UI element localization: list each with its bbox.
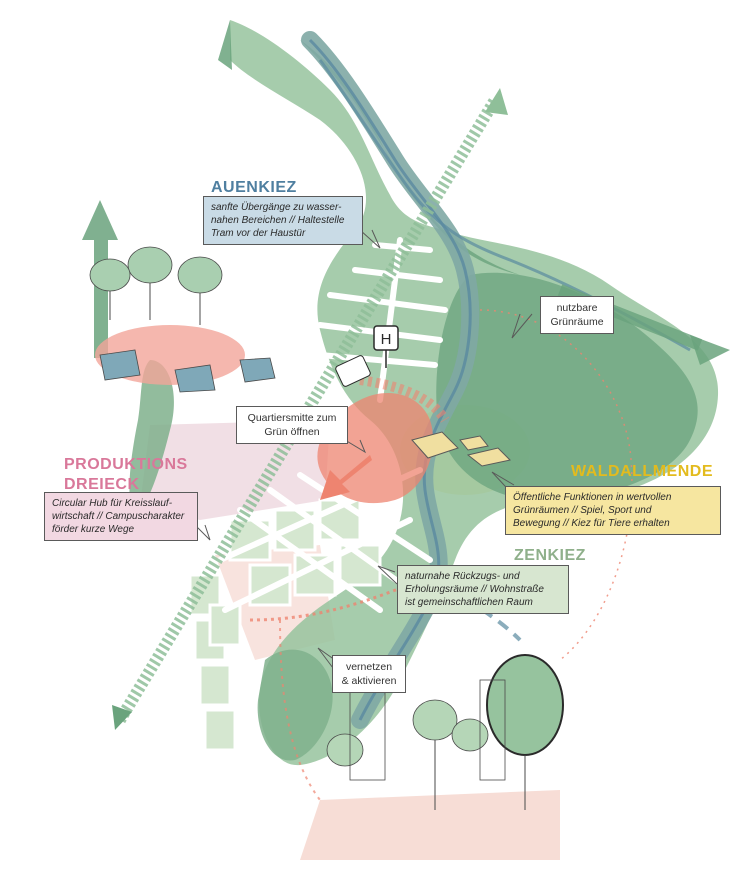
callout-gruenraeume-line: Grünräume [550,316,604,328]
label-waldallmende: WALDALLMENDE [571,463,713,480]
callout-gruenraeume: nutzbare Grünräume [540,296,614,334]
label-produktions-line1: PRODUKTIONS [64,456,188,473]
quartiersmitte-arrow [320,455,372,500]
note-produktion-line: wirtschaft // Campuscharakter [52,511,185,522]
tram-stop-letter: H [381,331,392,348]
note-produktion-line: Circular Hub für Kreisslauf- [52,498,173,509]
note-auenkiez-line: sanfte Übergänge zu wasser- [211,202,342,213]
green-dark-east [436,272,698,500]
note-produktion: Circular Hub für Kreisslauf- wirtschaft … [44,492,198,541]
waldallmende-buildings [411,431,512,467]
note-zenkiez-line: Erholungsräume // Wohnstraße [405,584,544,595]
dotted-ring-south [279,619,321,801]
label-auenkiez: AUENKIEZ [211,179,297,196]
callout-quartiersmitte: Quartiersmitte zum Grün öffnen [236,406,348,444]
label-zenkiez: ZENKIEZ [514,547,586,564]
note-zenkiez: naturnahe Rückzugs- und Erholungsräume /… [397,565,569,614]
label-produktions-line2: DREIECK [64,476,140,493]
note-auenkiez-line: Tram vor der Haustür [211,228,306,239]
plaza-vignette [89,246,276,393]
streets-zenkiez [217,467,433,613]
callout-gruenraeume-line: nutzbare [556,302,598,314]
green-west-strip [129,360,174,520]
callout-vernetzen-line: & aktivieren [341,675,397,687]
corridor-arrow-south [112,705,132,730]
note-auenkiez-line: nahen Bereichen // Haltestelle [211,215,345,226]
callout-quartiersmitte-line: Quartiersmitte zum [247,412,337,424]
note-zenkiez-line: naturnahe Rückzugs- und [405,571,520,582]
corridor-arrow-north [485,88,508,115]
callout-vernetzen: vernetzen & aktivieren [332,655,406,693]
note-waldallmende-line: Öffentliche Funktionen in wertvollen [513,492,672,503]
note-waldallmende-line: Bewegung // Kiez für Tiere erhalten [513,518,670,529]
note-zenkiez-line: ist gemeinschaftlichen Raum [405,597,533,608]
callout-quartiersmitte-line: Grün öffnen [264,426,320,438]
note-waldallmende: Öffentliche Funktionen in wertvollen Grü… [505,486,721,535]
note-produktion-line: förder kurze Wege [52,524,135,535]
orange-path-north [359,375,450,423]
street-vignette [300,654,564,860]
tram-icon [335,355,371,387]
note-waldallmende-line: Grünräumen // Spiel, Sport und [513,505,652,516]
green-dark-south [257,649,333,761]
label-produktions-dreieck: PRODUKTIONS DREIECK [64,455,188,495]
pink-dotted-route [249,578,421,622]
callout-vernetzen-line: vernetzen [345,661,393,673]
note-auenkiez: sanfte Übergänge zu wasser- nahen Bereic… [203,196,363,245]
